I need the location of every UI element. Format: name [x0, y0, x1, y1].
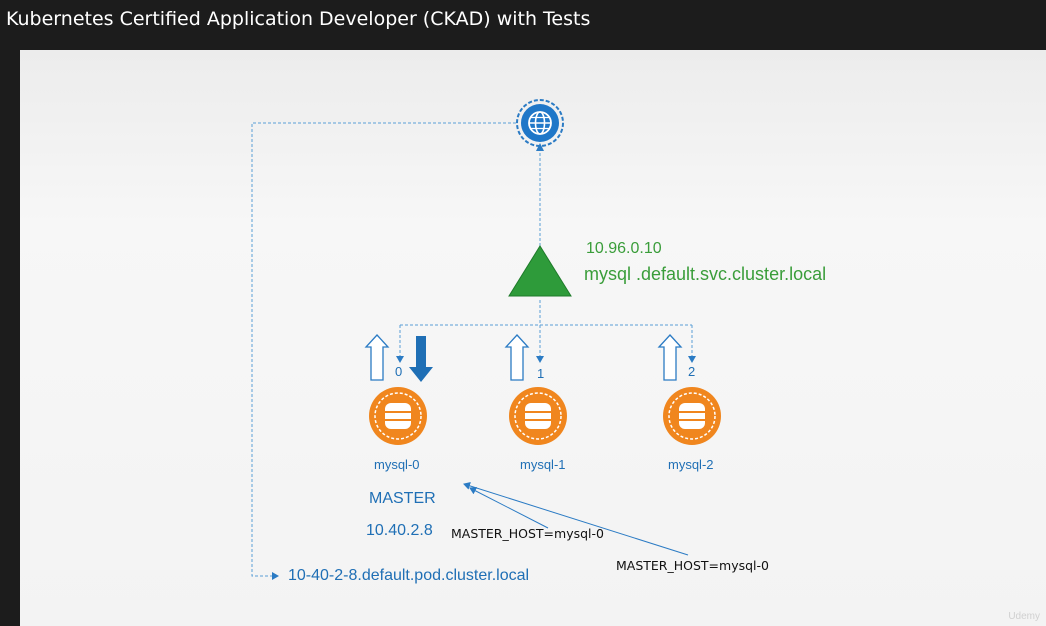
udemy-watermark: Udemy: [1008, 611, 1040, 622]
service-dns: mysql .default.svc.cluster.local: [584, 264, 827, 284]
title-bar: Kubernetes Certified Application Develop…: [0, 0, 1046, 50]
master-host-pointers: [463, 481, 689, 556]
database-icon: [663, 387, 721, 445]
pod-label-2: mysql-2: [668, 457, 714, 472]
pod-label-1: mysql-1: [520, 457, 566, 472]
pod-index-2: 2: [688, 364, 696, 379]
dns-connector: [251, 122, 516, 577]
database-icon: [509, 387, 567, 445]
left-gutter: [0, 50, 20, 626]
arrow-up-icon: [364, 334, 683, 381]
diagram: [251, 99, 721, 580]
service-ip: 10.96.0.10: [586, 240, 662, 257]
window-title: Kubernetes Certified Application Develop…: [6, 8, 591, 30]
database-icon: [369, 387, 427, 445]
master-label: MASTER: [369, 490, 436, 507]
dns-arrowhead: [272, 572, 279, 580]
pod-index-0: 0: [395, 364, 403, 379]
pod-index-1: 1: [537, 366, 545, 381]
service-triangle-icon: [508, 245, 572, 297]
master-host-env-2: MASTER_HOST=mysql-0: [616, 558, 769, 573]
master-ip: 10.40.2.8: [366, 522, 433, 539]
globe-icon: [516, 99, 564, 147]
dashed-connectors: [251, 122, 693, 577]
master-host-env-1: MASTER_HOST=mysql-0: [451, 526, 604, 541]
slide-canvas: 10.96.0.10 mysql .default.svc.cluster.lo…: [20, 50, 1046, 626]
pod-label-0: mysql-0: [374, 457, 420, 472]
pod-dns: 10-40-2-8.default.pod.cluster.local: [288, 567, 530, 584]
globe-arrowhead: [536, 143, 544, 151]
arrow-down-icon: [409, 336, 433, 382]
